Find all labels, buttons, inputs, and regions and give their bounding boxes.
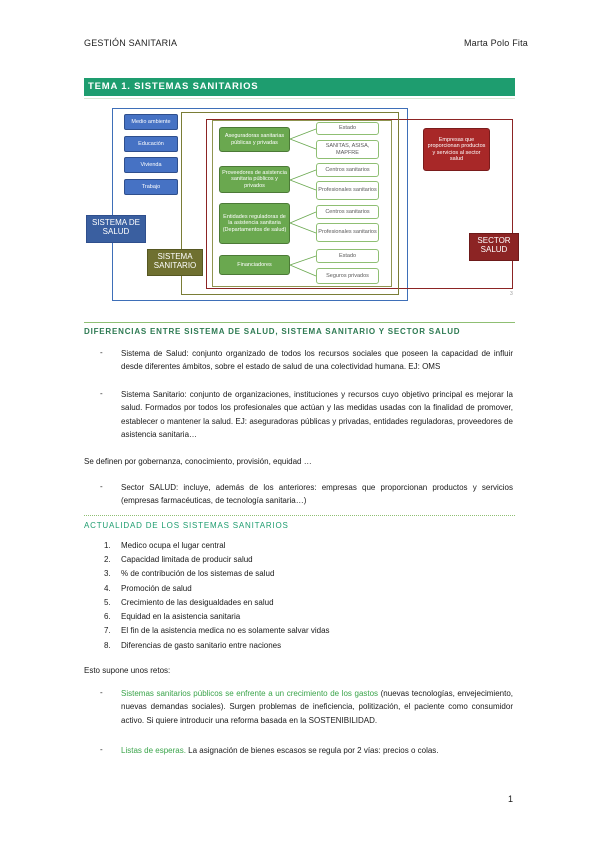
bullet-marker: - [100,482,103,491]
health-centers-box-2: Centros sanitarios [316,205,379,219]
list-number: 6. [104,612,111,621]
page-number: 1 [507,794,513,804]
challenges-intro: Esto supone unos retos: [84,666,171,675]
work-box: Trabajo [124,179,178,195]
bullet-marker: - [100,348,103,357]
waiting-lists-highlight: Listas de esperas. [121,746,186,755]
health-sector-label: SECTOR SALUD [469,233,519,261]
page-title: TEMA 1. SISTEMAS SANITARIOS [84,78,515,96]
list-number: 4. [104,584,111,593]
list-number: 3. [104,569,111,578]
rising-costs-highlight: Sistemas sanitarios públicos se enfrente… [121,689,379,698]
list-item: Crecimiento de las desigualdades en salu… [121,598,274,607]
list-item: Equidad en la asistencia sanitaria [121,612,241,621]
section2-heading: ACTUALIDAD DE LOS SISTEMAS SANITARIOS [84,521,289,530]
list-item: Promoción de salud [121,584,192,593]
state-box-1: Estado [316,122,379,135]
insurers-box: Aseguradoras sanitarias públicas y priva… [219,127,290,152]
bullet-marker: - [100,688,103,697]
section2-rule [84,515,515,516]
header-left: GESTIÓN SANITARIA [84,38,178,48]
definition-paragraph: Se definen por gobernanza, conocimiento,… [84,457,312,466]
section1-heading: DIFERENCIAS ENTRE SISTEMA DE SALUD, SIST… [84,327,461,336]
private-insurance-box: Seguros privados [316,268,379,284]
private-insurers-box: SANITAS, ASISA, MAPFRE [316,140,379,159]
sanitary-system-label: SISTEMA SANITARIO [147,249,203,276]
section1-rule [84,322,515,323]
education-box: Educación [124,136,178,152]
financers-box: Financiadores [219,255,290,275]
bullet-health-sector: Sector SALUD: incluye, además de los ant… [121,483,513,506]
list-item: Medico ocupa el lugar central [121,541,226,550]
health-centers-box-1: Centros sanitarios [316,163,379,177]
list-number: 1. [104,541,111,550]
state-box-2: Estado [316,249,379,263]
list-item: El fin de la asistencia medica no es sol… [121,626,330,635]
title-divider [84,98,515,99]
providers-box: Proveedores de asistencia sanitaria públ… [219,166,290,193]
list-item: Diferencias de gasto sanitario entre nac… [121,641,282,650]
bullet-marker: - [100,745,103,754]
bullet-sanitary-system: Sistema Sanitario: conjunto de organizac… [121,390,513,440]
environment-box: Medio ambiente [124,114,178,130]
inner-frame [212,120,392,287]
professionals-box-1: Profesionales sanitarios [316,181,379,200]
bullet-marker: - [100,389,103,398]
slide-number: 3 [510,291,513,297]
header-right: Marta Polo Fita [463,38,528,48]
housing-box: Vivienda [124,157,178,173]
list-item: Capacidad limitada de producir salud [121,555,253,564]
regulators-box: Entidades reguladoras de la asistencia s… [219,203,290,244]
list-number: 8. [104,641,111,650]
bullet-rising-costs: Sistemas sanitarios públicos se enfrente… [121,687,513,727]
bullet-health-system: Sistema de Salud: conjunto organizado de… [121,349,513,372]
bullet-waiting-lists: Listas de esperas. La asignación de bien… [121,744,513,757]
rising-costs-text: (nuevas tecnologías, envejecimiento, nue… [121,689,513,725]
waiting-lists-text: La asignación de bienes escasos se regul… [185,746,439,755]
professionals-box-2: Profesionales sanitarios [316,223,379,242]
sanitary-system-frame [181,112,399,295]
health-system-frame [112,108,408,301]
health-sector-frame [206,119,513,289]
list-number: 2. [104,555,111,564]
list-item: % de contribución de los sistemas de sal… [121,569,275,578]
list-number: 7. [104,626,111,635]
health-system-label: SISTEMA DE SALUD [86,215,146,243]
list-number: 5. [104,598,111,607]
companies-box: Empresas que proporcionan productos y se… [423,128,490,171]
